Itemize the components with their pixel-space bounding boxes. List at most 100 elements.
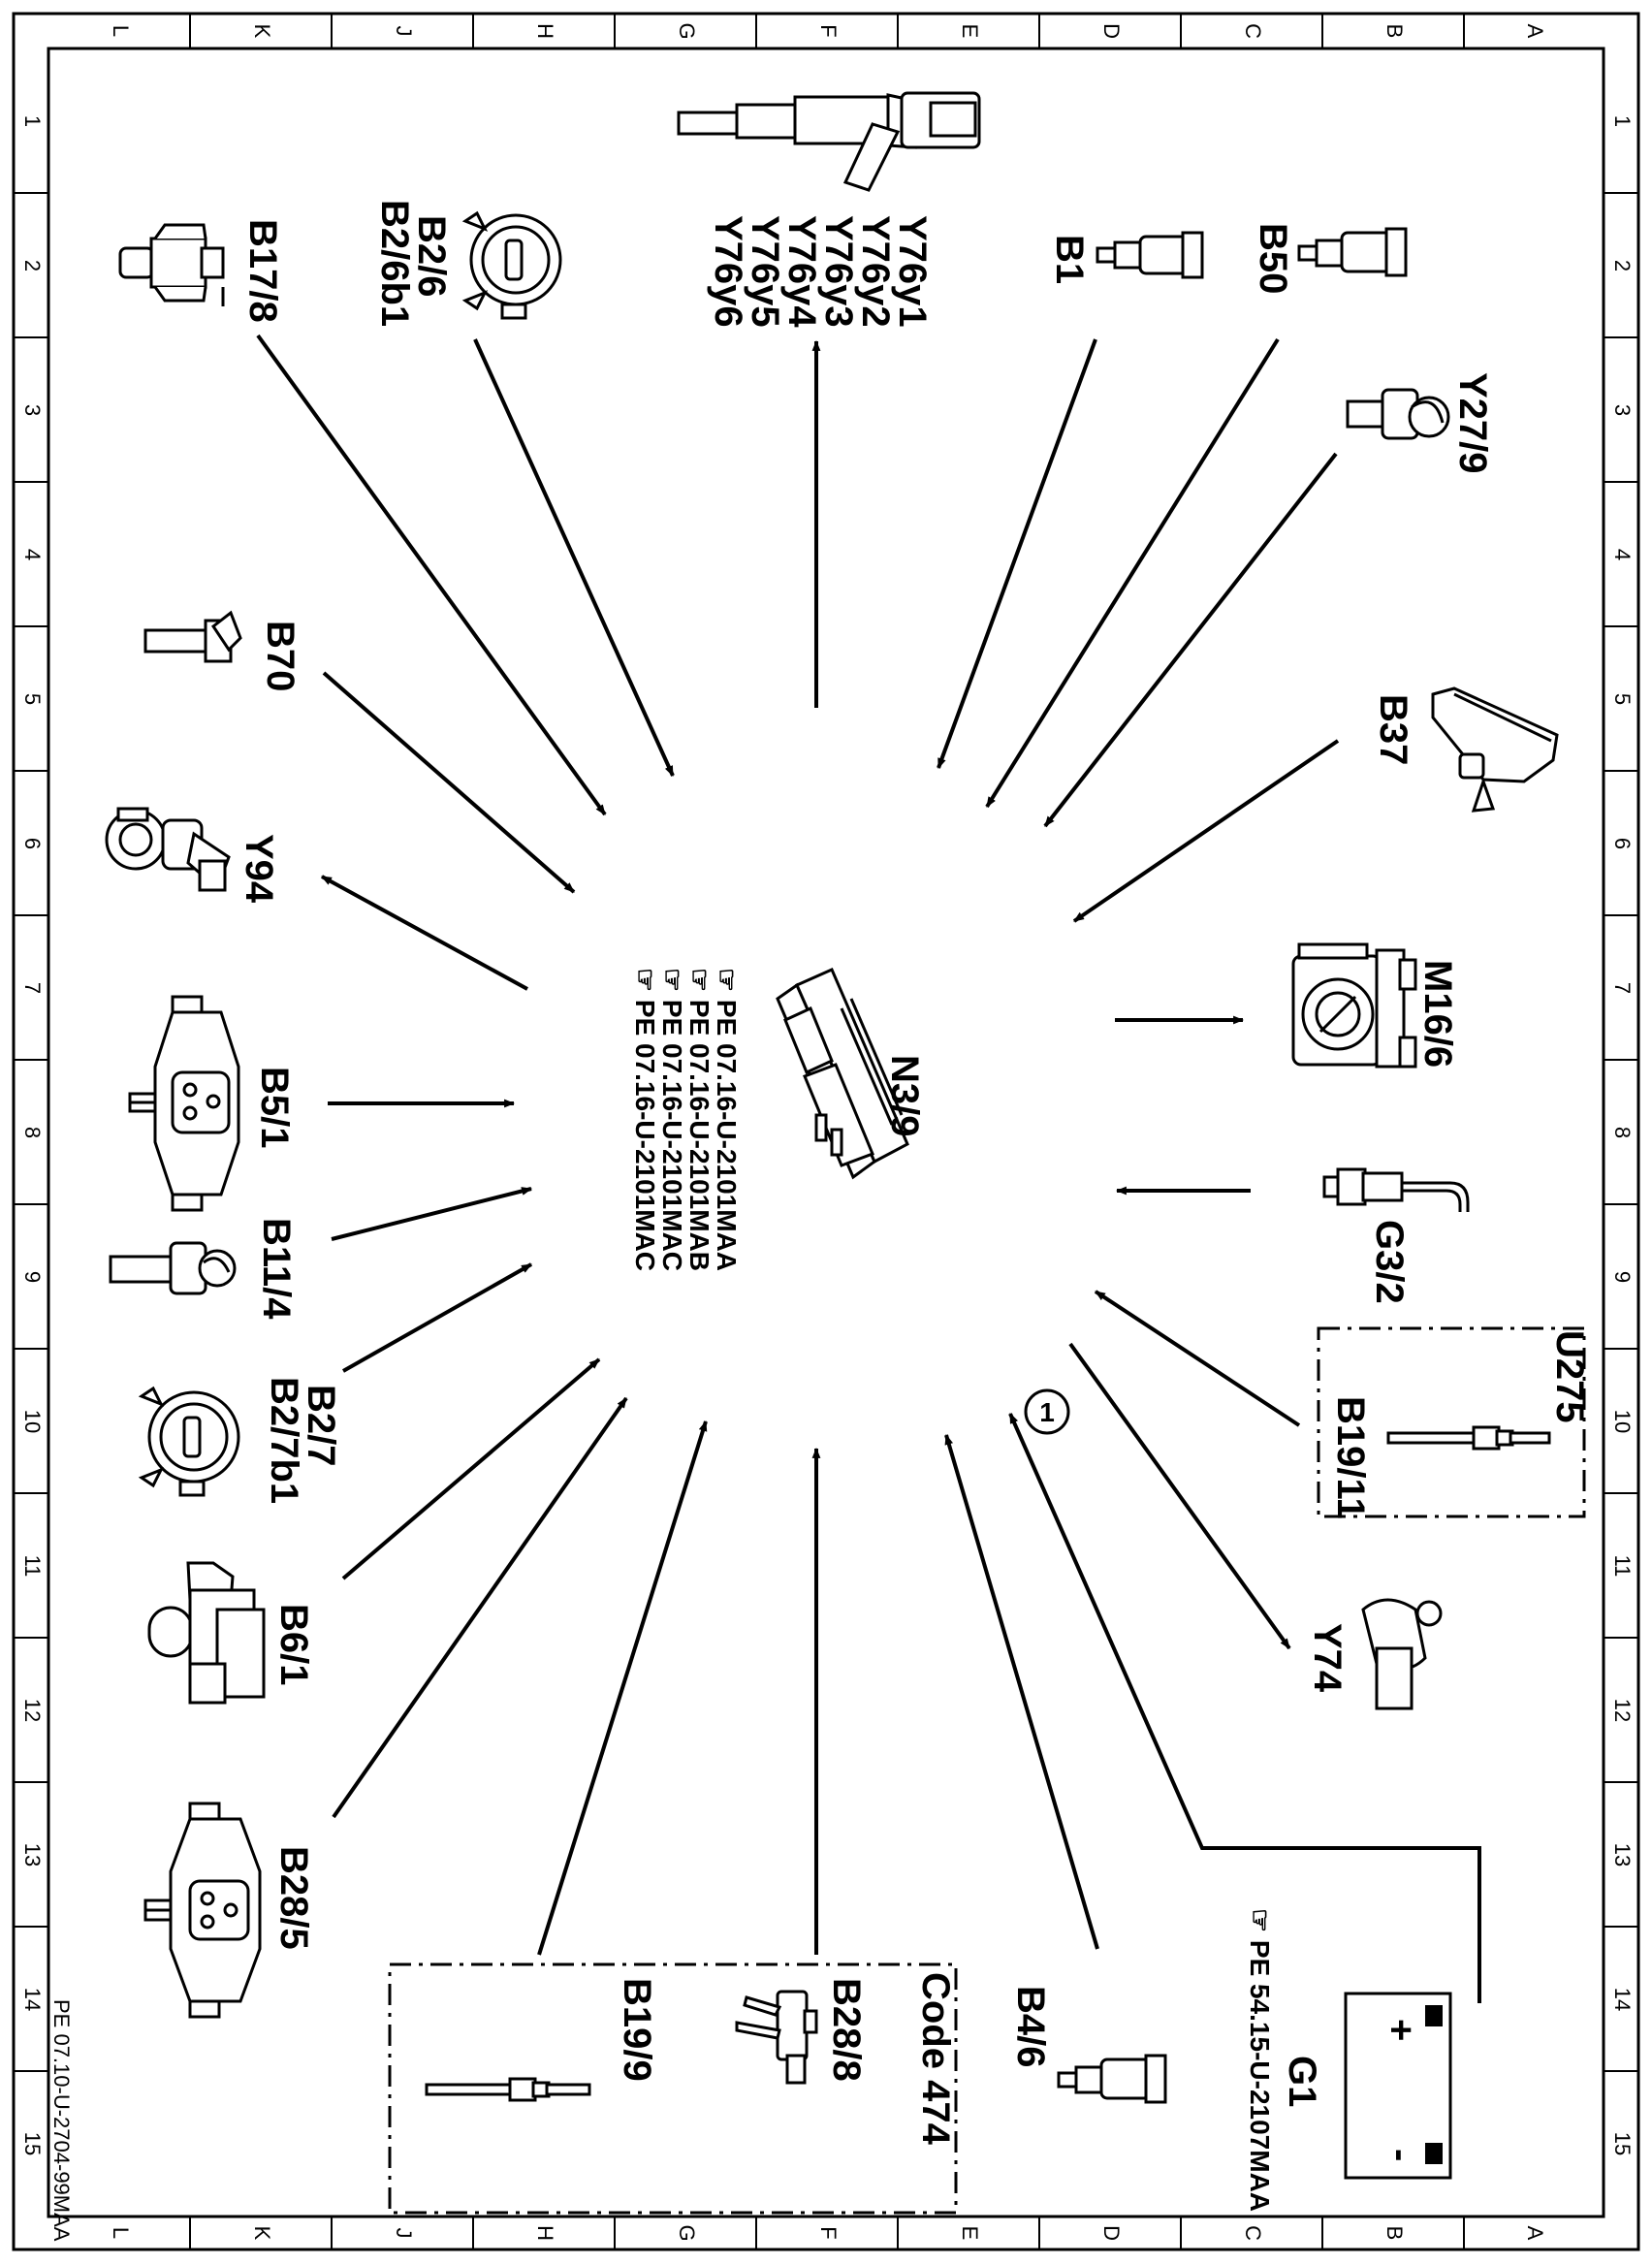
grid-letter-ticks [189,14,1465,2249]
u275-group: U275 B19/11 [1317,1326,1591,1519]
camshaft-sensor-b6-1-drawing [147,1561,266,1705]
label-b19-11: B19/11 [1329,1396,1372,1519]
control-unit-label: N3/9 [883,1055,926,1137]
inner-frame [47,47,1605,2218]
grid-letter: H [533,2225,557,2241]
air-mass-sensor-b2-7-drawing [138,1386,240,1497]
arrow-from-b19-11 [1094,1290,1301,1427]
label-y76y1: Y76y1 [891,215,934,328]
label-y76y4: Y76y4 [780,215,823,328]
lambda-probe-g3-2: G3/2 [1322,1167,1470,1304]
label-b19-9: B19/9 [616,1978,658,2082]
air-mass-b2-6-labels: B2/6 B2/6b1 [373,200,453,327]
grid-letter: A [1523,24,1547,39]
g1-ref-link[interactable]: ☞ PE 54.15-U-2107MAA [1245,1908,1275,2212]
label-g3-2: G3/2 [1368,1220,1411,1304]
arrow-to-y74 [1068,1342,1291,1650]
arrow-from-b11-4 [331,1187,533,1241]
ref-link-3[interactable]: ☞ PE 07.16-U-2101MAC [657,968,687,1271]
arrow-from-b1 [937,338,1097,770]
arrow-to-y94 [321,875,528,991]
grid-number: 11 [1610,1555,1635,1578]
battery-minus-sign: - [1380,2149,1422,2161]
grid-letter: G [675,22,699,39]
grid-number: 2 [1610,260,1635,271]
ref-link-1[interactable]: ☞ PE 07.16-U-2101MAA [712,968,742,1271]
grid-number: 10 [1610,1410,1635,1433]
label-b6-1: B6/1 [272,1604,315,1686]
label-y76y3: Y76y3 [817,215,860,328]
air-mass-labels: B2/7 B2/7b1 [263,1377,342,1504]
label-b28-8: B28/8 [825,1978,868,2082]
grid-number: 12 [20,1699,45,1722]
grid-letters-bottom: L K J H G F E D C B A [109,2224,1547,2241]
grid-number: 9 [1610,1271,1635,1283]
throttle-actuator-m16-6: M16/6 [1291,942,1459,1069]
sensor-b50: B50 [1252,223,1408,294]
label-g1: G1 [1281,2056,1323,2107]
grid-letter: J [392,2228,416,2239]
grid-number: 8 [1610,1127,1635,1138]
label-b70: B70 [259,621,302,691]
lambda-probe-g3-2-drawing [1322,1167,1470,1212]
label-m16-6: M16/6 [1416,960,1459,1068]
grid-letter: H [533,23,557,39]
crankshaft-sensor-b70: B70 [143,610,302,691]
arrow-from-g1 [1008,1412,1481,2003]
sensor-b28-8-drawing [735,1990,818,2085]
grid-number: 7 [20,982,45,994]
label-y76y5: Y76y5 [744,215,786,328]
sensor-b1-drawing [1096,231,1204,279]
pressure-sensor-b28-5-drawing [143,1802,262,2019]
grid-number: 2 [20,260,45,271]
grid-number: 3 [20,404,45,416]
arrow-from-b2-6 [473,338,675,778]
valve-y94-drawing [105,807,231,892]
arrow-from-y27-9 [1043,452,1338,828]
grid-letter: B [1382,24,1407,39]
label-b4-6: B4/6 [1009,1986,1052,2068]
air-mass-sensor-b2-7: B2/7 B2/7b1 [138,1377,342,1504]
u275-box [1317,1326,1586,1518]
label-b1: B1 [1048,235,1091,284]
injectors-y76: Y76y1 Y76y2 Y76y3 Y76y4 Y76y5 Y76y6 [677,91,981,328]
grid-number: 8 [20,1127,45,1138]
signal-arrows [256,334,1481,2003]
label-b2-7: B2/7 [300,1385,342,1467]
label-b2-7b1: B2/7b1 [263,1377,305,1504]
camshaft-sensor-b6-1: B6/1 [147,1561,315,1705]
label-y76y2: Y76y2 [854,215,897,328]
battery-plus-sign: + [1380,2019,1422,2041]
grid-letter: K [250,2226,274,2241]
label-y94: Y94 [238,834,280,904]
valve-y74: Y74 [1306,1598,1443,1710]
ref-link-4[interactable]: ☞ PE 07.16-U-2101MAC [630,968,660,1271]
battery-terminal-minus [1425,2143,1443,2164]
grid-letter: F [816,2226,841,2239]
grid-letter: J [392,26,416,37]
grid-number: 5 [1610,693,1635,705]
grid-number: 9 [20,1271,45,1283]
grid-numbers-right: 1 2 3 4 5 6 7 8 9 10 11 12 13 14 15 [1610,115,1635,2155]
pressure-sensor-b28-5: B28/5 [143,1802,315,2019]
label-y74: Y74 [1306,1623,1349,1693]
arrow-from-b6-1 [341,1357,601,1580]
injector-labels: Y76y1 Y76y2 Y76y3 Y76y4 Y76y5 Y76y6 [707,215,934,328]
grid-letter: D [1099,23,1124,39]
arrow-from-b37 [1072,739,1340,923]
grid-number: 10 [20,1410,45,1433]
grid-number: 12 [1610,1699,1635,1722]
valve-y27-9: Y27/9 [1346,372,1494,474]
arrow-from-b50 [985,337,1280,809]
sensor-b17-8-drawing [118,223,225,306]
label-b2-6b1: B2/6b1 [373,200,416,327]
grid-number: 4 [20,549,45,560]
ref-link-2[interactable]: ☞ PE 07.16-U-2101MAB [684,968,715,1271]
pressure-sensor-b5-1-drawing [128,995,240,1212]
air-mass-sensor-b2-6: B2/6 B2/6b1 [373,200,562,327]
injector-drawing [677,91,981,192]
grid-number: 15 [1610,2132,1635,2155]
grid-letter: D [1099,2225,1124,2241]
code-474-group: Code 474 B28/8 B19/9 [388,1962,958,2215]
arrow-from-b17-8 [256,334,607,816]
